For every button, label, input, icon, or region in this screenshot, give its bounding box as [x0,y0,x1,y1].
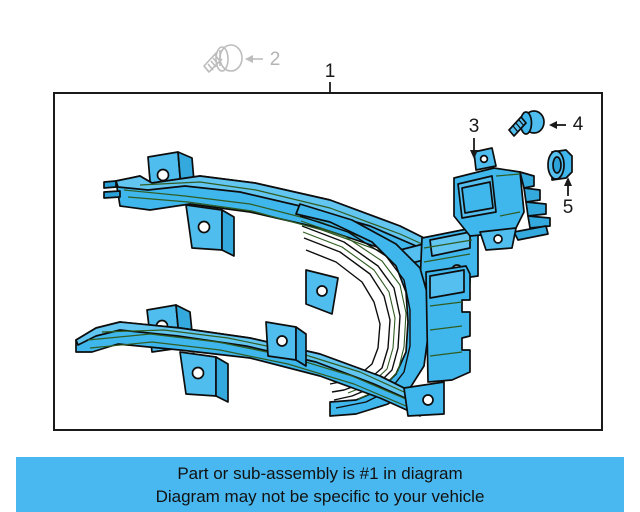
disclaimer-banner: Part or sub-assembly is #1 in diagram Di… [16,457,624,512]
callout-number-5: 5 [563,197,574,218]
callout-3-leader [470,138,478,159]
bolt-part [508,110,545,137]
grommet-part [547,149,573,181]
main-assembly-part [75,151,479,417]
mount-bracket-part [453,147,551,251]
callout-number-4: 4 [573,114,584,135]
callout-number-1: 1 [325,61,336,82]
callout-4-leader [549,121,566,129]
callout-2-leader [245,55,263,63]
ghost-bolt-part [203,44,243,73]
banner-line-1: Part or sub-assembly is #1 in diagram [177,463,463,483]
banner-line-2: Diagram may not be specific to your vehi… [155,486,485,506]
callout-5-leader [564,177,572,196]
callout-number-2: 2 [270,49,281,70]
callout-number-3: 3 [469,116,480,137]
